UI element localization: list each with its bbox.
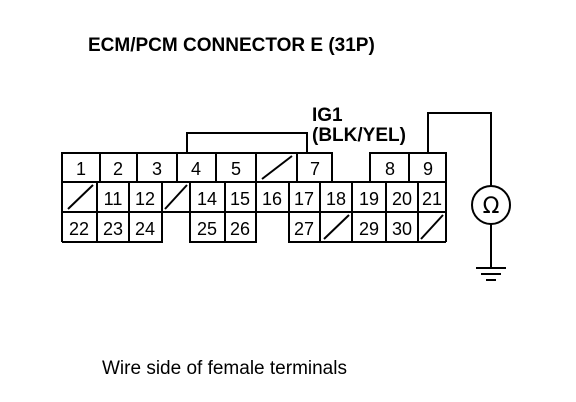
pin-9: 9 — [423, 159, 433, 179]
pin-18: 18 — [326, 189, 346, 209]
pin-12: 12 — [135, 189, 155, 209]
pin-14: 14 — [197, 189, 217, 209]
pin-25: 25 — [197, 219, 217, 239]
probe-wire — [427, 112, 492, 186]
empty-cavities — [67, 155, 444, 240]
pin-4: 4 — [191, 159, 201, 179]
diagram-title: ECM/PCM CONNECTOR E (31P) — [88, 35, 375, 56]
pin-29: 29 — [359, 219, 379, 239]
pin-21: 21 — [422, 189, 442, 209]
pin-row-2: 11 12 14 15 16 17 18 19 20 21 — [104, 189, 442, 209]
pin-11: 11 — [104, 189, 123, 209]
wire-label-ig1: IG1 — [312, 105, 343, 126]
pin-7: 7 — [310, 159, 320, 179]
pin-26: 26 — [230, 219, 250, 239]
empty-cavity-31 — [420, 214, 444, 240]
wire-label-color: (BLK/YEL) — [312, 125, 406, 146]
pin-row-1: 1 2 3 4 5 7 8 9 — [76, 159, 433, 179]
empty-cavity-28 — [323, 214, 350, 240]
pin-2: 2 — [113, 159, 123, 179]
connector-body — [61, 152, 447, 243]
empty-cavity-10 — [67, 184, 94, 210]
pin-22: 22 — [69, 219, 89, 239]
pin-8: 8 — [385, 159, 395, 179]
pin-5: 5 — [231, 159, 241, 179]
pin-1: 1 — [76, 159, 86, 179]
pin-15: 15 — [230, 189, 250, 209]
pin-24: 24 — [135, 219, 155, 239]
ground-icon — [476, 267, 506, 281]
ohm-symbol: Ω — [483, 194, 500, 219]
pin-30: 30 — [392, 219, 412, 239]
empty-cavity-6 — [261, 155, 293, 180]
pin-17: 17 — [294, 189, 314, 209]
pin-27: 27 — [294, 219, 314, 239]
pin-20: 20 — [392, 189, 412, 209]
diagram-caption: Wire side of female terminals — [102, 358, 347, 379]
pin-16: 16 — [262, 189, 282, 209]
connector-lock-tab — [186, 132, 308, 153]
empty-cavity-13 — [164, 184, 188, 210]
pin-row-3: 22 23 24 25 26 27 29 30 — [69, 219, 412, 239]
pin-19: 19 — [359, 189, 379, 209]
pin-3: 3 — [152, 159, 162, 179]
pin-23: 23 — [103, 219, 123, 239]
